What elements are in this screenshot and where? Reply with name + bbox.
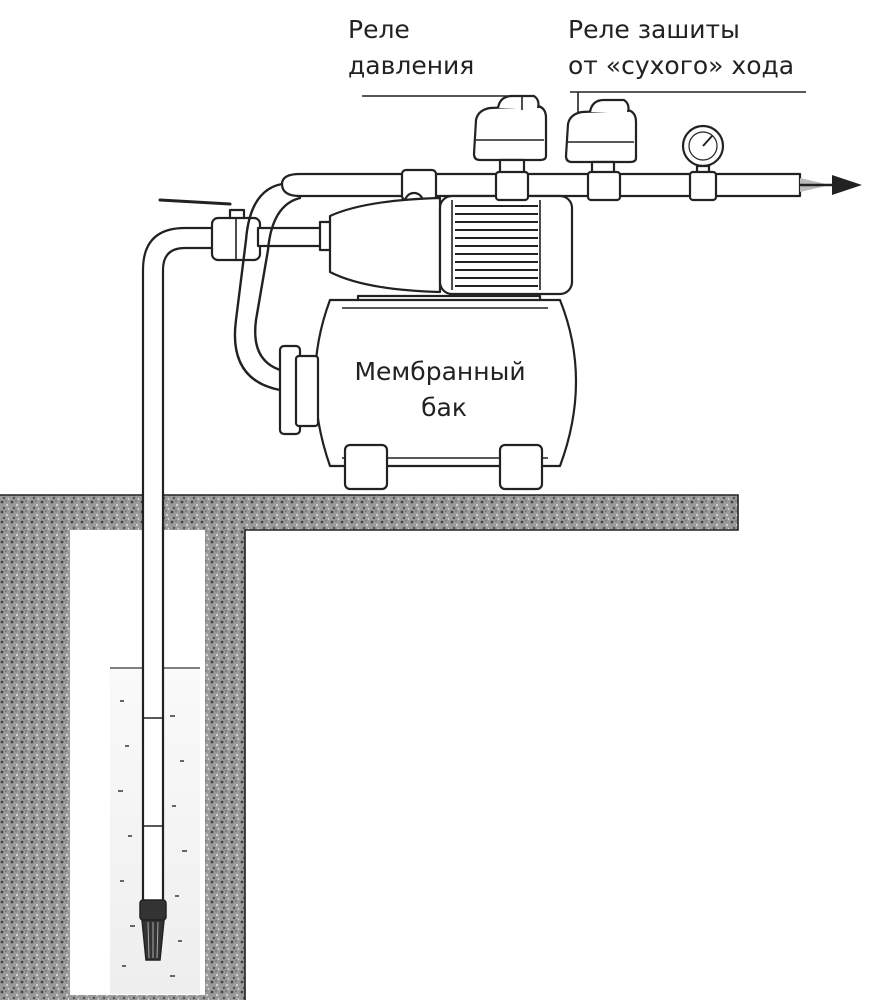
dry-run-relay-label: Реле зашиты от «сухого» хода [568, 15, 794, 80]
membrane-tank [278, 298, 578, 491]
pump-motor [328, 194, 574, 296]
tee-fitting [400, 168, 438, 213]
tank-connection-pipe [233, 182, 302, 392]
foot-valve [139, 899, 167, 961]
discharge-pipe [280, 172, 830, 198]
dry-run-relay [564, 98, 638, 202]
flow-arrow [800, 175, 862, 195]
ground [0, 494, 739, 1000]
callout-lines [362, 91, 806, 112]
membrane-tank-label: Мембранный бак [354, 357, 533, 422]
pressure-relay [472, 94, 548, 202]
pressure-relay-label: Реле давления [348, 15, 474, 80]
pressure-gauge-icon [681, 124, 725, 202]
